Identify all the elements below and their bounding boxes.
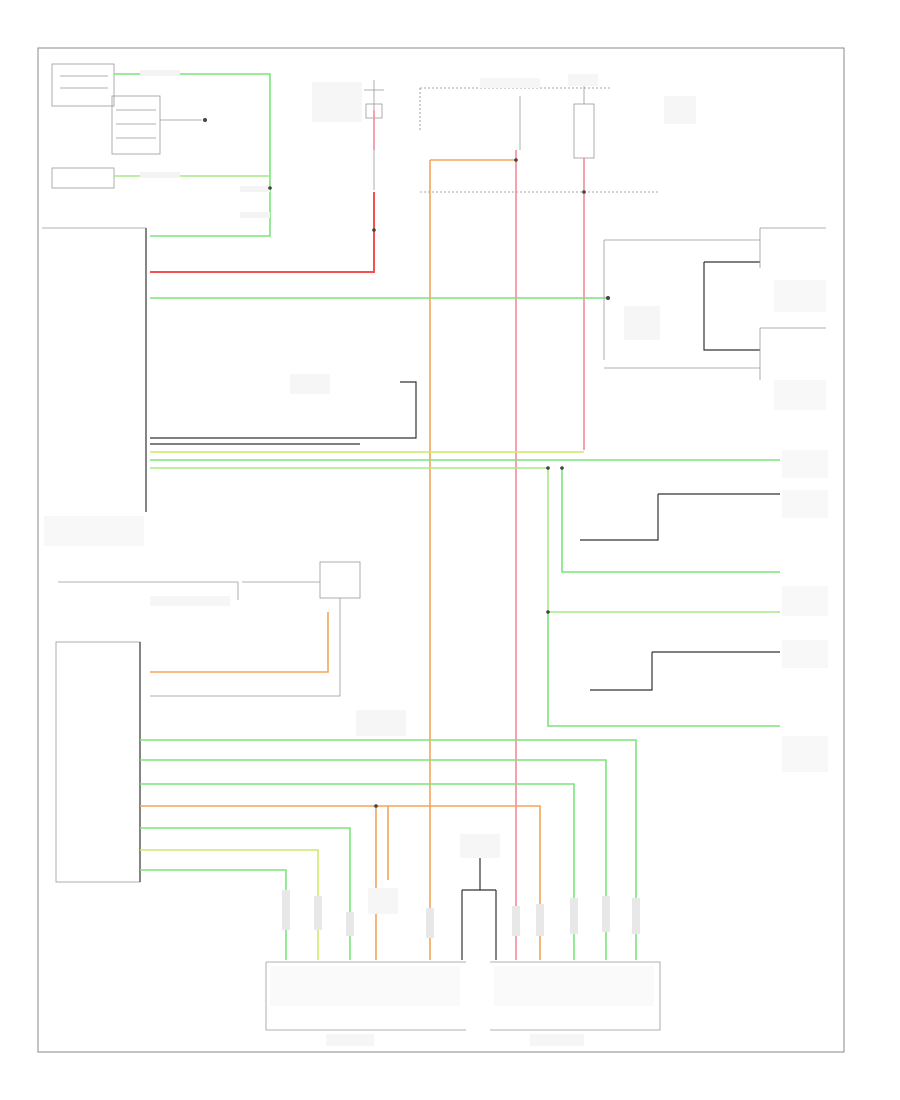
right-side-switch-blocks — [580, 450, 828, 772]
door-module-ground — [356, 710, 500, 960]
rear-window-switch-block — [603, 227, 826, 410]
wire-green-1 — [114, 73, 271, 237]
wire-lower-orange-2 — [375, 806, 389, 960]
wire-lower-green-1 — [140, 739, 637, 960]
wire-lower-green-3 — [140, 783, 575, 960]
diagram-frame — [37, 47, 845, 1053]
wire-lower-green-5 — [140, 869, 287, 960]
wire-dark-1 — [150, 381, 417, 439]
wire-orange-left — [429, 159, 516, 960]
wire-tick-marks — [282, 890, 640, 938]
wire-green-bus-4 — [561, 468, 780, 573]
wire-lower-green-2 — [140, 759, 607, 960]
driver-window-switch-block — [51, 63, 207, 189]
top-left-labels — [140, 70, 270, 218]
wire-green-bus-5 — [547, 612, 780, 727]
hot-at-all-times-block — [419, 74, 696, 193]
wire-green-bus-3 — [150, 467, 780, 613]
right-front-door-window-motor — [490, 961, 661, 1046]
body-control-module — [42, 227, 147, 546]
lower-left-connector — [55, 641, 141, 883]
left-front-door-window-motor — [265, 961, 466, 1046]
wire-lower-yellow — [140, 849, 319, 960]
wire-red-1 — [150, 192, 375, 273]
under-dash-fuse-block — [312, 80, 384, 190]
left-switch-module — [58, 561, 361, 697]
splice-dots — [268, 158, 586, 808]
label-left-mid — [290, 374, 330, 394]
